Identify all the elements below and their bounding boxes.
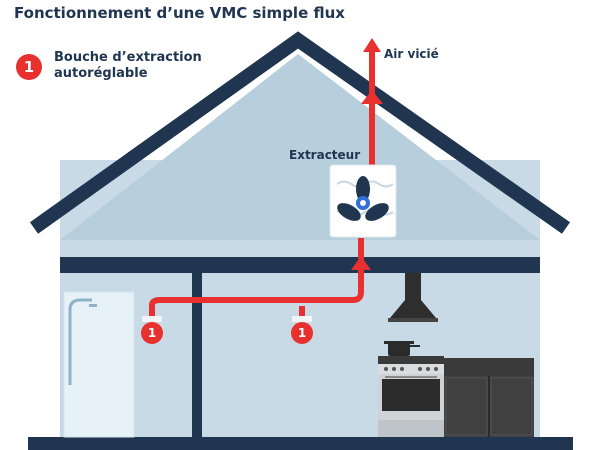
ceiling-beam <box>60 257 540 273</box>
air-arrow <box>363 38 381 52</box>
range-hood-icon <box>388 273 438 322</box>
kitchen-cabinets <box>444 358 534 437</box>
fan-icon <box>336 176 394 221</box>
legend-label: Bouche d’extraction autoréglable <box>54 50 202 81</box>
air-label: Air vicié <box>384 47 439 61</box>
floor <box>28 437 573 450</box>
extraction-point: 1 <box>141 316 163 344</box>
svg-text:1: 1 <box>298 326 306 340</box>
svg-text:1: 1 <box>148 326 156 340</box>
legend-badge: 1 <box>16 54 42 80</box>
oven-icon <box>378 356 444 437</box>
interior-wall <box>192 273 202 438</box>
roof <box>29 31 571 234</box>
extraction-point: 1 <box>291 316 313 344</box>
extractor-label: Extracteur <box>289 148 361 162</box>
duct-arrow <box>351 256 371 270</box>
page-title: Fonctionnement d’une VMC simple flux <box>14 4 345 22</box>
extractor-unit <box>329 164 397 238</box>
shower-icon <box>63 291 135 438</box>
attic <box>60 54 540 240</box>
exhaust-arrow <box>361 90 383 104</box>
pot-icon <box>384 341 420 356</box>
